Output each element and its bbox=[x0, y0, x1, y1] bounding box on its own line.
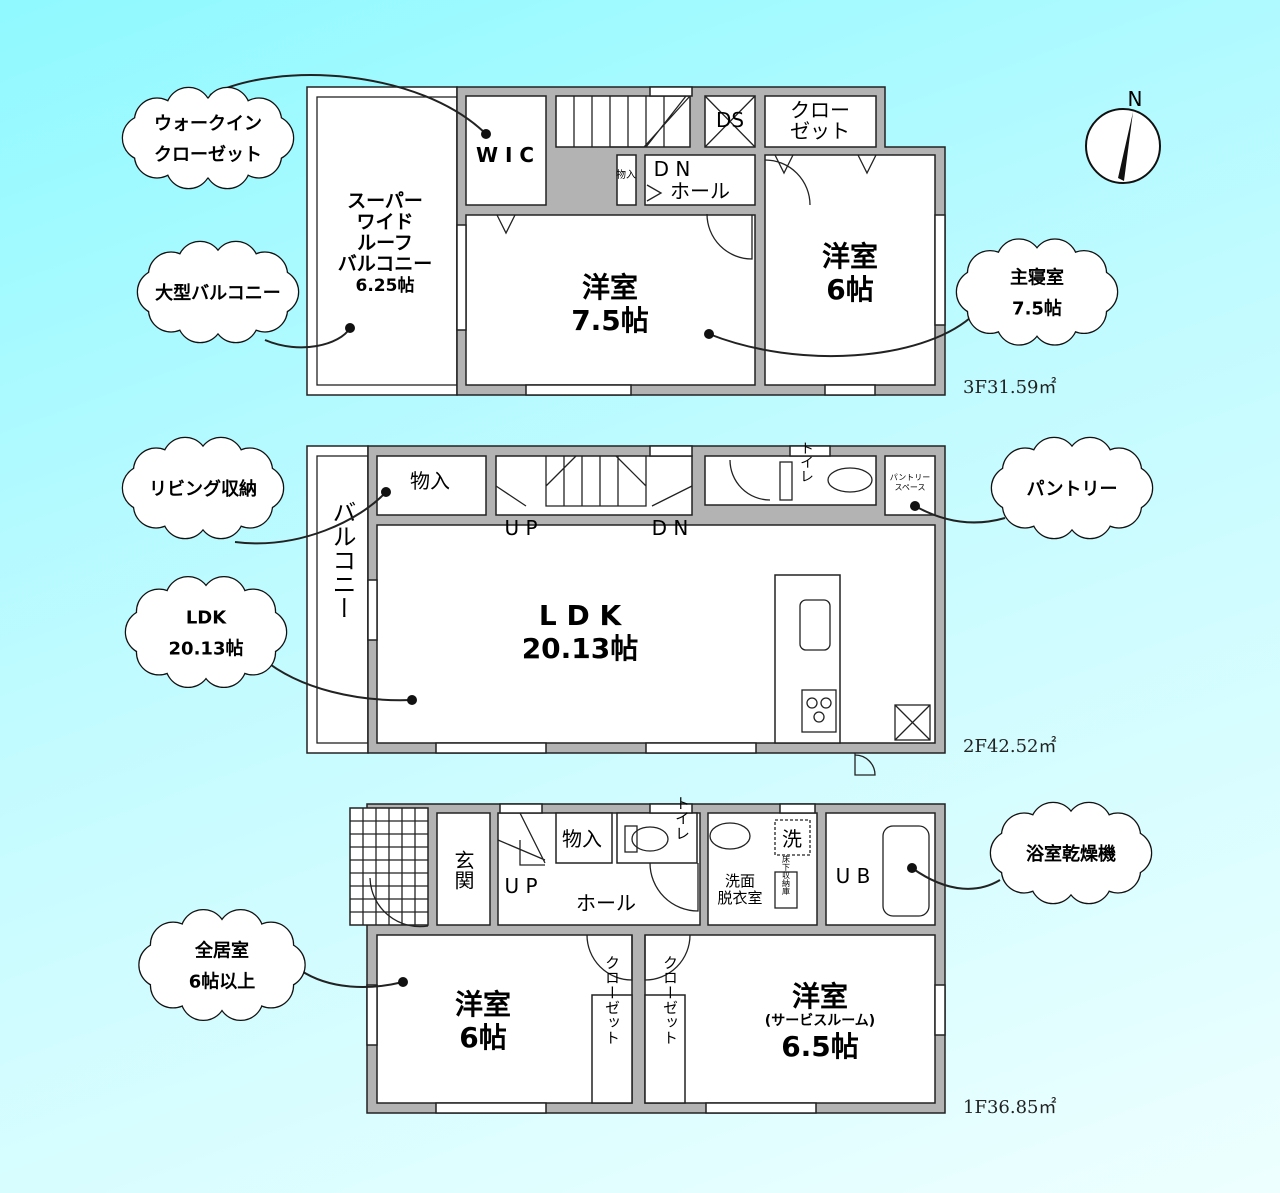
living-storage bbox=[376, 455, 487, 516]
hall bbox=[644, 154, 756, 206]
room-6-name: 洋室 bbox=[822, 240, 878, 273]
svg-text:スーパー: スーパー bbox=[347, 190, 423, 212]
closet-b bbox=[644, 994, 686, 1104]
callout-text: パントリー bbox=[1027, 479, 1118, 500]
pantry-space bbox=[884, 455, 936, 516]
washroom-label-2: 脱衣室 bbox=[717, 889, 762, 907]
wic bbox=[465, 95, 547, 206]
entrance-label: 玄関 bbox=[451, 850, 475, 890]
callout-text: LDK bbox=[186, 608, 227, 629]
north-arrow-icon: N bbox=[1085, 87, 1161, 184]
roof-balcony bbox=[306, 86, 458, 396]
callout-cloud: リビング収納 bbox=[121, 436, 285, 540]
callout-text: クローゼット bbox=[154, 144, 262, 166]
hall-label: ホール bbox=[670, 179, 730, 203]
callout-cloud: 大型バルコニー bbox=[136, 240, 300, 344]
toilet-label: トイレ bbox=[798, 441, 814, 483]
underfloor-storage-label: 床下収納庫 bbox=[782, 854, 791, 896]
room-6-size: 6帖 bbox=[826, 273, 873, 306]
closet-label-2: ゼット bbox=[790, 119, 850, 143]
callout-connectors bbox=[209, 74, 1006, 988]
storage-label: 物入 bbox=[410, 469, 450, 493]
callout-cloud: パントリー bbox=[990, 436, 1154, 540]
callout-text: 20.13帖 bbox=[169, 638, 244, 660]
storage bbox=[616, 154, 637, 206]
storage bbox=[555, 812, 613, 864]
ldk-size: 20.13帖 bbox=[522, 632, 639, 665]
room-6-5-name: 洋室 bbox=[792, 980, 848, 1013]
callout-text: 7.5帖 bbox=[1012, 298, 1062, 320]
closet-label-1: クロー bbox=[790, 98, 850, 122]
room-7-5-name: 洋室 bbox=[582, 271, 638, 304]
callout-text: 主寝室 bbox=[1010, 267, 1064, 289]
washroom-label-1: 洗面 bbox=[725, 872, 755, 890]
floor-3-area: 3F31.59㎡ bbox=[963, 376, 1056, 398]
floor-1: 玄関 U P ホール 物入 トイレ 洗 洗面 脱衣室 床下収納庫 U B 洋室 … bbox=[349, 796, 1056, 1118]
room-6-5-size: 6.5帖 bbox=[781, 1030, 859, 1063]
ub-label: U B bbox=[836, 864, 871, 888]
up-label: U P bbox=[504, 516, 537, 540]
callout-text: リビング収納 bbox=[149, 478, 257, 500]
floor-2-area: 2F42.52㎡ bbox=[963, 735, 1056, 757]
callout-text: ウォークイン bbox=[154, 114, 262, 135]
room-7-5-size: 7.5帖 bbox=[571, 304, 649, 337]
callout-cloud: 主寝室 7.5帖 bbox=[955, 238, 1119, 346]
balcony-label: スーパー ワイド ルーフ バルコニー 6.25帖 bbox=[338, 190, 433, 296]
callout-clouds: ウォークインクローゼット大型バルコニー主寝室7.5帖リビング収納パントリーLDK… bbox=[121, 86, 1154, 1022]
stairs bbox=[555, 95, 691, 148]
callout-text: 6帖以上 bbox=[189, 971, 256, 993]
dn-label: D N bbox=[652, 516, 689, 540]
wic-label: W I C bbox=[476, 143, 534, 167]
closet-b-label: クローゼット bbox=[661, 955, 679, 1045]
storage-label: 物入 bbox=[616, 168, 636, 181]
callout-cloud: LDK 20.13帖 bbox=[124, 575, 288, 689]
entrance bbox=[436, 812, 491, 926]
svg-text:ワイド: ワイド bbox=[356, 211, 413, 233]
closet bbox=[764, 95, 877, 148]
callout-text: 浴室乾燥機 bbox=[1026, 843, 1116, 865]
callout-dots bbox=[345, 129, 920, 987]
washer-label: 洗 bbox=[782, 827, 802, 851]
callout-text: 全居室 bbox=[194, 940, 249, 962]
room-6-5-note: (サービスルーム) bbox=[765, 1013, 875, 1029]
floor-1-area: 1F36.85㎡ bbox=[963, 1096, 1056, 1118]
pantry-label-2: スペース bbox=[894, 483, 925, 492]
toilet-label: トイレ bbox=[673, 796, 691, 841]
ds-label: DS bbox=[716, 108, 744, 132]
balcony-label: バルコニー bbox=[328, 500, 356, 620]
svg-text:バルコニー: バルコニー bbox=[338, 253, 433, 275]
dn-label: D N bbox=[654, 157, 691, 181]
storage-label: 物入 bbox=[562, 827, 602, 851]
stairs bbox=[495, 455, 693, 516]
up-label: U P bbox=[504, 874, 537, 898]
room-7-5 bbox=[465, 214, 756, 386]
pantry-label-1: パントリー bbox=[890, 473, 930, 482]
closet-a bbox=[591, 994, 633, 1104]
room-6 bbox=[376, 934, 633, 1104]
svg-text:ルーフ: ルーフ bbox=[357, 232, 413, 254]
washroom bbox=[707, 812, 818, 926]
ldk bbox=[376, 524, 936, 744]
room-6-5 bbox=[644, 934, 936, 1104]
room-6-name: 洋室 bbox=[455, 988, 511, 1021]
callout-cloud: 全居室 6帖以上 bbox=[138, 908, 306, 1022]
floor-3: スーパー ワイド ルーフ バルコニー 6.25帖 W I C 物入 D N ホー… bbox=[306, 86, 1056, 398]
closet-a-label: クローゼット bbox=[603, 955, 621, 1045]
callout-cloud: 浴室乾燥機 bbox=[989, 801, 1153, 905]
floor-2: バルコニー 物入 U P D N トイレ パントリー スペース L D K 20… bbox=[306, 441, 1056, 776]
ldk-name: L D K bbox=[539, 599, 623, 632]
svg-text:N: N bbox=[1128, 87, 1143, 111]
toilet bbox=[616, 812, 698, 864]
room-6-size: 6帖 bbox=[459, 1021, 506, 1054]
svg-text:6.25帖: 6.25帖 bbox=[356, 275, 415, 296]
callout-text: 大型バルコニー bbox=[155, 282, 281, 304]
hall-label: ホール bbox=[576, 891, 636, 915]
